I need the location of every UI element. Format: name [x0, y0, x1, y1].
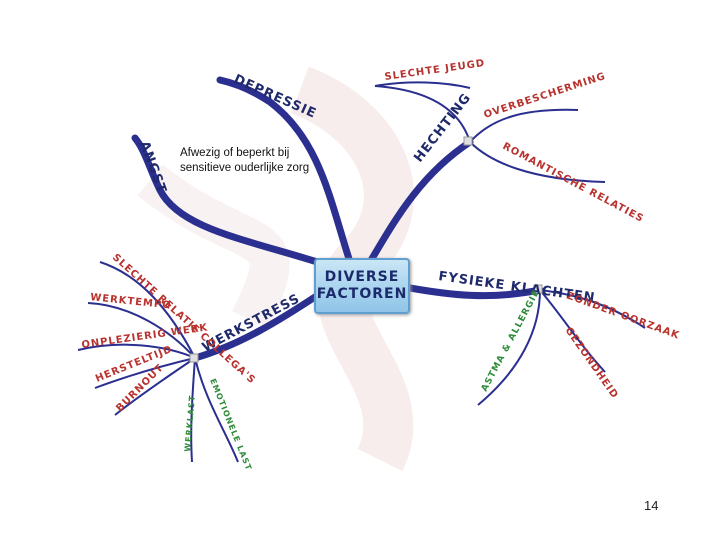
- branch-hechting: [366, 138, 474, 266]
- junction-dot: [463, 136, 473, 146]
- branch-zonder-oorzaak: [539, 289, 646, 329]
- label-herstelltijd: HERSTELTIJD: [94, 344, 174, 385]
- branch-depressie: [216, 76, 354, 266]
- branch-slechte-relatie: [99, 261, 196, 359]
- annotation-line1: Afwezig of beperkt bij: [180, 147, 290, 159]
- annotation-note: Afwezig of beperkt bij sensitieve ouderl…: [180, 146, 309, 176]
- center-node-line1: DIVERSE: [324, 269, 400, 285]
- branch-slechte-jeugd: [374, 81, 471, 143]
- branch-fysieke-klachten: [406, 284, 544, 300]
- label-werklast: WERKLAST: [183, 394, 197, 452]
- label-gezondheid: GEZONDHEID: [563, 325, 621, 401]
- annotation-line2: sensitieve ouderlijke zorg: [180, 162, 310, 174]
- branch-onplezierig-werk: [77, 343, 196, 359]
- branch-burnout: [114, 357, 196, 416]
- center-node: DIVERSE FACTOREN: [314, 258, 410, 314]
- branch-werklast: [190, 357, 196, 463]
- junction-dot: [533, 284, 543, 294]
- center-node-line2: FACTOREN: [316, 286, 408, 302]
- branch-herstelltijd: [94, 357, 196, 389]
- branch-overbescherming: [469, 108, 579, 143]
- junction-dot: [189, 353, 199, 363]
- branch-gezondheid: [539, 289, 606, 373]
- label-emotionele-last: EMOTIONELE LAST: [208, 377, 253, 472]
- page-number: 14: [644, 498, 659, 513]
- branch-werktempo: [87, 302, 196, 359]
- label-astma-allergie: ASTMA & ALLERGIE: [480, 288, 542, 393]
- branch-angst: [131, 134, 334, 270]
- label-romantische-relaties: ROMANTISCHE RELATIES: [501, 141, 646, 225]
- branch-romantische-relaties: [469, 141, 606, 183]
- branch-astma-allergie: [477, 289, 541, 406]
- branch-werkstress: [191, 291, 322, 362]
- label-zonder-oorzaak: ZONDER OORZAAK: [565, 290, 681, 341]
- label-slechte-jeugd: SLECHTE JEUGD: [384, 58, 486, 83]
- label-overbescherming: OVERBESCHERMING: [483, 71, 608, 121]
- label-hechting: HECHTING: [411, 90, 474, 165]
- branch-emotionele-last: [194, 357, 239, 463]
